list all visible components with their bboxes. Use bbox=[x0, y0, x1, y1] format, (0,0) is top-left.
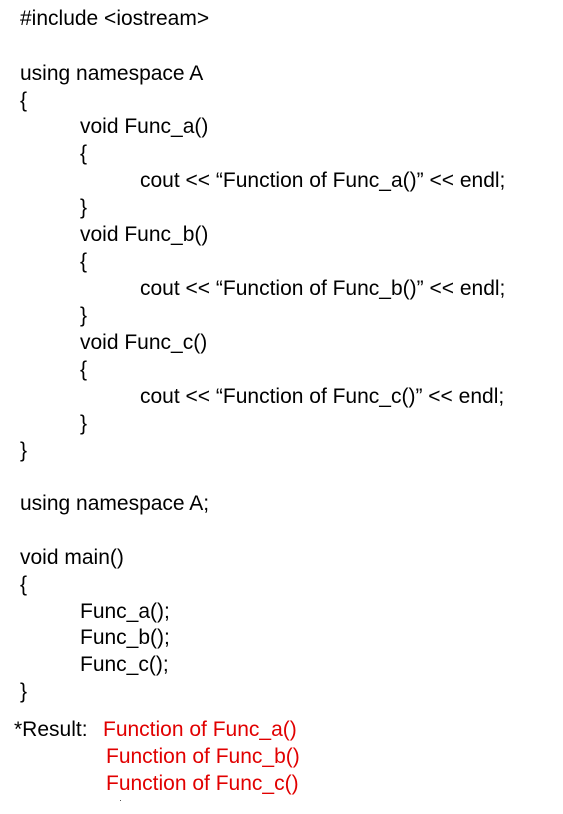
using-namespace-line: using namespace A; bbox=[20, 492, 210, 515]
namespace-declaration-line: using namespace A bbox=[20, 62, 204, 85]
func-c-signature: void Func_c() bbox=[80, 331, 208, 354]
func-a-open-brace: { bbox=[80, 142, 88, 165]
func-b-open-brace: { bbox=[80, 250, 88, 273]
main-call-func-c: Func_c(); bbox=[80, 653, 169, 676]
result-output-1: Function of Func_a() bbox=[103, 718, 297, 741]
result-label: *Result: bbox=[14, 718, 88, 741]
include-line: #include <iostream> bbox=[20, 7, 210, 30]
func-c-body: cout << “Function of Func_c()” << endl; bbox=[140, 385, 505, 408]
func-b-body: cout << “Function of Func_b()” << endl; bbox=[140, 277, 506, 300]
namespace-close-brace: } bbox=[20, 439, 28, 462]
func-a-close-brace: } bbox=[80, 196, 88, 219]
stray-dot bbox=[120, 800, 121, 801]
main-call-func-b: Func_b(); bbox=[80, 626, 170, 649]
namespace-open-brace: { bbox=[20, 89, 28, 112]
main-close-brace: } bbox=[20, 680, 28, 703]
main-call-func-a: Func_a(); bbox=[80, 600, 170, 623]
func-a-signature: void Func_a() bbox=[80, 115, 209, 138]
func-a-body: cout << “Function of Func_a()” << endl; bbox=[140, 169, 506, 192]
func-b-close-brace: } bbox=[80, 304, 88, 327]
main-open-brace: { bbox=[20, 573, 28, 596]
func-b-signature: void Func_b() bbox=[80, 223, 209, 246]
func-c-open-brace: { bbox=[80, 358, 88, 381]
main-signature: void main() bbox=[20, 546, 124, 569]
result-output-2: Function of Func_b() bbox=[106, 745, 300, 768]
result-output-3: Function of Func_c() bbox=[106, 772, 299, 795]
func-c-close-brace: } bbox=[80, 412, 88, 435]
